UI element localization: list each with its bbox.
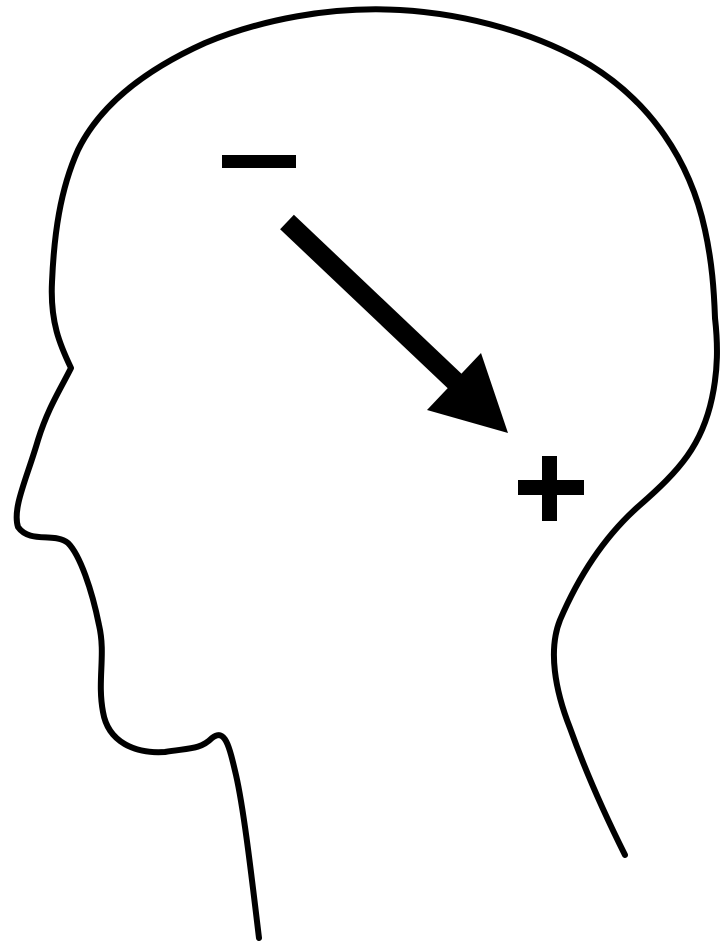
neck-outline	[554, 318, 717, 855]
plus-sign	[518, 456, 584, 521]
arrow-shaft	[287, 222, 462, 388]
minus-sign	[222, 155, 296, 168]
head-outline	[17, 9, 715, 938]
